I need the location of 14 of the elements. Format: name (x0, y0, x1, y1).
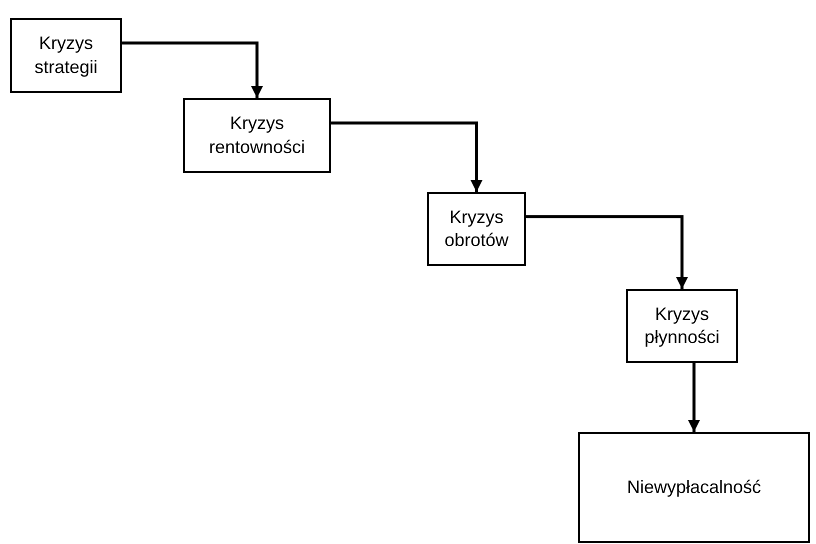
process-box (10, 18, 122, 93)
process-box (578, 432, 810, 543)
process-box (183, 98, 331, 173)
box-label: Kryzys strategii (33, 32, 99, 79)
box-label: Kryzys obrotów (443, 206, 510, 252)
box-label: Niewypłacalność (626, 476, 762, 499)
box-label: Kryzys płynności (643, 302, 721, 349)
box-label: Kryzys rentowności (208, 112, 306, 158)
process-box (427, 192, 526, 266)
arrow (331, 122, 482, 192)
arrow (122, 42, 263, 98)
process-box (626, 289, 738, 363)
arrow (526, 215, 688, 289)
arrow (688, 363, 700, 432)
